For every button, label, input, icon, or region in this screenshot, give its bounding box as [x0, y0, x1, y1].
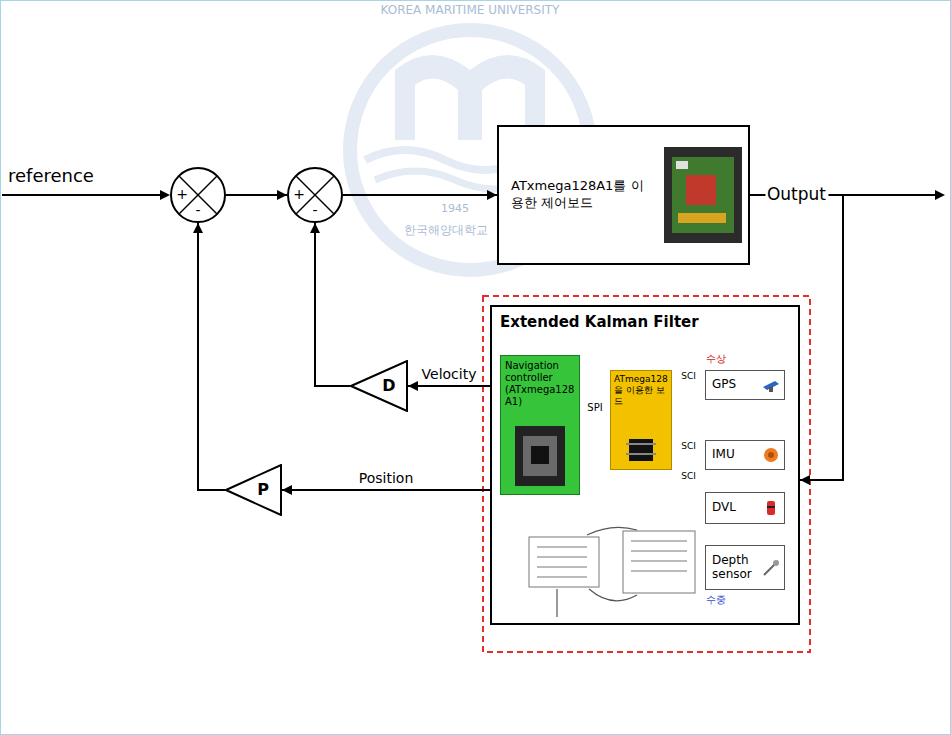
sensor-label: GPS [712, 378, 736, 392]
sensor-icon [761, 498, 781, 518]
sensor-icon [761, 375, 781, 395]
photo-frame [664, 147, 742, 243]
sensor-box: GPS [705, 370, 785, 400]
dvl-icon [767, 501, 775, 515]
controller-photo [515, 426, 565, 486]
chip-pin [626, 443, 656, 445]
underwater-group-outline [699, 432, 794, 610]
gain-triangle [351, 361, 407, 411]
flow-box [529, 537, 599, 587]
gain-block: P [225, 464, 282, 516]
signal-label: Output [765, 185, 828, 205]
signal-label: SCI [679, 471, 698, 481]
sensor-box: IMU [705, 440, 785, 470]
signal-label: Velocity [420, 366, 479, 382]
imu-icon [764, 448, 778, 462]
pcb [523, 436, 557, 476]
junction-circle [171, 168, 225, 222]
gps-icon [769, 387, 773, 392]
signal-line [315, 223, 350, 386]
connector [678, 213, 726, 223]
flow-text-placeholder [631, 550, 687, 552]
photo-frame [515, 426, 565, 486]
depth-icon [773, 560, 779, 566]
group-label: 수중 [706, 594, 726, 606]
chip [629, 439, 653, 461]
sensor-label: IMU [712, 448, 735, 462]
flow-text-placeholder [631, 560, 687, 562]
sensor-box: Depth sensor [705, 545, 785, 590]
input-line [2, 194, 161, 196]
gain-letter: D [378, 376, 400, 396]
gain-triangle [226, 465, 281, 515]
sensor-icon [761, 558, 781, 578]
signal-line [343, 194, 497, 196]
sensor-icon [761, 445, 781, 465]
signal-line [226, 194, 287, 196]
group-label: 수상 [706, 353, 726, 365]
watermark-text: 한국해양대학교 [404, 224, 488, 238]
gain-block: D [350, 360, 408, 412]
flow-arrow [587, 527, 637, 535]
board-title: ATxmega128A1를 이용한 제어보드 [511, 178, 653, 212]
control-board: ATxmega128A1를 이용한 제어보드 [497, 125, 750, 265]
sensor-label: DVL [712, 501, 736, 515]
navigation-controller: Navigation controller (ATxmega128A1) [500, 355, 580, 495]
board-photo [664, 147, 742, 243]
flow-text-placeholder [537, 566, 587, 568]
arrow-head [160, 190, 170, 200]
signal-label: Position [357, 470, 416, 486]
summing-junction: +- [170, 167, 226, 223]
interface-board: ATmega128을 이용한 보드 [610, 370, 672, 470]
output-line [843, 194, 936, 196]
minus-sign: - [308, 202, 322, 218]
signal-line [282, 489, 490, 491]
imu-icon [768, 452, 774, 458]
signal-label: SCI [679, 441, 698, 451]
sensor-box: DVL [705, 492, 785, 524]
signal-label: SCI [679, 371, 698, 381]
flow-text-placeholder [631, 540, 687, 542]
minus-sign: - [191, 202, 205, 218]
plus-sign: + [175, 186, 189, 202]
sensor-group-outline [483, 296, 810, 652]
junction-circle [288, 168, 342, 222]
flow-arrow [556, 589, 557, 617]
algorithm-flowchart [527, 525, 697, 620]
chip-photo [626, 437, 656, 463]
chip-pin [626, 453, 656, 455]
watermark-text: 1945 [441, 203, 469, 216]
flow-text-placeholder [537, 546, 587, 548]
interface-label: ATmega128을 이용한 보드 [614, 374, 668, 406]
controller-label: Navigation controller (ATxmega128A1) [505, 360, 575, 408]
flow-box [623, 531, 695, 593]
sensor-label: Depth sensor [712, 554, 758, 582]
plus-sign: + [292, 186, 306, 202]
signal-line [198, 223, 225, 490]
depth-icon [764, 561, 778, 575]
flow-text-placeholder [631, 570, 687, 572]
dvl-icon [767, 506, 775, 508]
flow-text-placeholder [537, 576, 587, 578]
signal-line [408, 385, 490, 387]
flow-arrow [589, 589, 637, 601]
summing-junction: +- [287, 167, 343, 223]
input-label: reference [8, 166, 94, 187]
signal-label: SPI [585, 402, 604, 414]
pcb [672, 157, 734, 233]
flow-text-placeholder [537, 556, 587, 558]
filter-title: Extended Kalman Filter [492, 307, 707, 337]
gain-triangle-symbol [350, 360, 408, 412]
arrow-head [935, 190, 945, 200]
filter-box: Extended Kalman FilterNavigation control… [490, 305, 800, 625]
chip [531, 446, 549, 464]
gain-letter: P [252, 480, 274, 500]
chip [686, 175, 716, 205]
component [676, 161, 688, 169]
watermark-text: KOREA MARITIME UNIVERSITY [381, 4, 560, 18]
gain-triangle-symbol [225, 464, 282, 516]
